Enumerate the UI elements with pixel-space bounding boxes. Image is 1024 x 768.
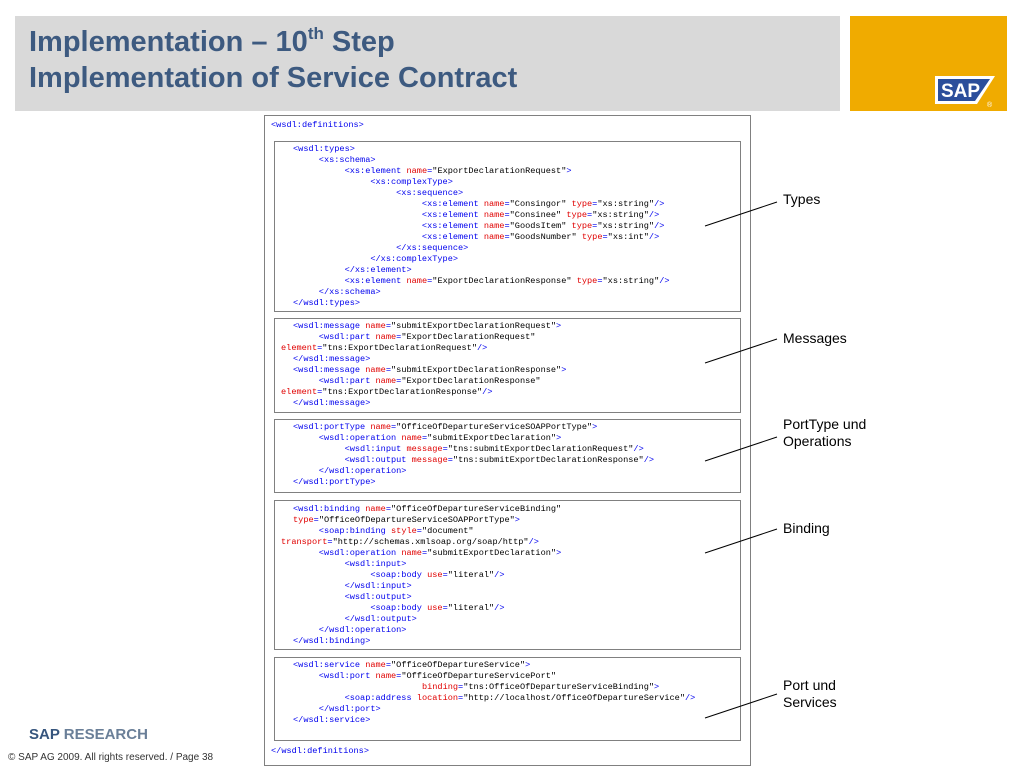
code-line: </xs:sequence> [293, 243, 469, 253]
slide-title-line1: Implementation – 10th Step [29, 24, 395, 58]
code-line: </wsdl:input> [293, 581, 412, 591]
code-line: <wsdl:port name="OfficeOfDepartureServic… [293, 671, 557, 681]
connector-types [704, 201, 778, 227]
code-line: <wsdl:portType name="OfficeOfDepartureSe… [293, 422, 598, 432]
code-line: <wsdl:message name="submitExportDeclarat… [293, 321, 562, 331]
code-line: </wsdl:binding> [293, 636, 371, 646]
code-line: <wsdl:part name="ExportDeclarationRespon… [293, 376, 541, 386]
code-line: element="tns:ExportDeclarationRequest"/> [281, 343, 488, 353]
code-box-types [274, 141, 741, 312]
connector-port-services [704, 693, 778, 719]
code-line: transport="http://schemas.xmlsoap.org/so… [281, 537, 539, 547]
code-line: <soap:address location="http://localhost… [293, 693, 696, 703]
code-line: </xs:element> [293, 265, 412, 275]
title-bar: Implementation – 10th Step Implementatio… [15, 16, 840, 111]
code-line: <xs:sequence> [293, 188, 464, 198]
wsdl-code-frame [264, 115, 751, 766]
code-line: element="tns:ExportDeclarationResponse"/… [281, 387, 493, 397]
code-line: <wsdl:input message="tns:submitExportDec… [293, 444, 644, 454]
label-port-services: Port und Services [783, 677, 837, 710]
code-line: <wsdl:operation name="submitExportDeclar… [293, 548, 562, 558]
code-box-messages [274, 318, 741, 413]
code-line: </wsdl:output> [293, 614, 417, 624]
slide-title-step: Step [323, 26, 395, 58]
code-line: <wsdl:part name="ExportDeclarationReques… [293, 332, 536, 342]
connector-porttype [704, 436, 778, 462]
footer-copyright: © SAP AG 2009. All rights reserved. / Pa… [8, 752, 214, 763]
code-line: <wsdl:types> [293, 144, 355, 154]
code-line: binding="tns:OfficeOfDepartureServiceBin… [421, 682, 660, 692]
sap-logo: SAP ® [935, 72, 1005, 108]
code-line: </wsdl:portType> [293, 477, 376, 487]
code-line: <soap:binding style="document" [293, 526, 474, 536]
code-line: <wsdl:message name="submitExportDeclarat… [293, 365, 567, 375]
research-sap: SAP [29, 726, 60, 743]
code-line: <xs:element name="ExportDeclarationReque… [293, 166, 572, 176]
code-line: <wsdl:service name="OfficeOfDepartureSer… [293, 660, 531, 670]
code-line: </wsdl:types> [293, 298, 361, 308]
code-line: <xs:element name="Consingor" type="xs:st… [293, 199, 665, 209]
label-porttype: PortType und Operations [783, 416, 867, 449]
code-line-definitions-close: </wsdl:definitions> [271, 746, 369, 756]
connector-messages [704, 338, 778, 364]
code-line: <wsdl:input> [293, 559, 407, 569]
code-line: </xs:schema> [293, 287, 381, 297]
code-line: <xs:element name="GoodsItem" type="xs:st… [293, 221, 665, 231]
slide-title-main: Implementation – 10 [29, 26, 308, 58]
code-line: <wsdl:operation name="submitExportDeclar… [293, 433, 562, 443]
code-line: </wsdl:message> [293, 398, 371, 408]
code-line: <wsdl:output message="tns:submitExportDe… [293, 455, 655, 465]
code-line: <xs:complexType> [293, 177, 453, 187]
code-line: </wsdl:service> [293, 715, 371, 725]
code-box-port-services [274, 657, 741, 741]
code-line: </wsdl:port> [293, 704, 381, 714]
slide-title-superscript: th [307, 24, 324, 43]
code-line-definitions-open: <wsdl:definitions> [271, 120, 364, 130]
connector-binding [704, 528, 778, 554]
label-types: Types [783, 191, 821, 207]
code-box-porttype [274, 419, 741, 493]
code-line: </wsdl:operation> [293, 466, 407, 476]
logo-box: SAP ® [850, 16, 1007, 111]
code-line: <xs:element name="ExportDeclarationRespo… [293, 276, 670, 286]
research-word: RESEARCH [63, 726, 148, 743]
code-line: <xs:element name="Consinee" type="xs:str… [293, 210, 660, 220]
label-messages: Messages [783, 330, 847, 346]
code-line: <xs:element name="GoodsNumber" type="xs:… [293, 232, 660, 242]
code-box-binding [274, 500, 741, 650]
code-line: <soap:body use="literal"/> [293, 570, 505, 580]
sap-logo-text: SAP [941, 81, 980, 102]
code-line: </wsdl:operation> [293, 625, 407, 635]
slide-title-line2: Implementation of Service Contract [29, 62, 518, 94]
code-line: <wsdl:binding name="OfficeOfDepartureSer… [293, 504, 562, 514]
code-line: </wsdl:message> [293, 354, 371, 364]
sap-research-logo: SAP RESEARCH [29, 726, 148, 743]
code-line: <wsdl:output> [293, 592, 412, 602]
registered-mark: ® [987, 101, 993, 108]
code-line: <soap:body use="literal"/> [293, 603, 505, 613]
code-line: type="OfficeOfDepartureServiceSOAPPortTy… [293, 515, 520, 525]
code-line: <xs:schema> [293, 155, 376, 165]
label-binding: Binding [783, 520, 830, 536]
code-line: </xs:complexType> [293, 254, 459, 264]
